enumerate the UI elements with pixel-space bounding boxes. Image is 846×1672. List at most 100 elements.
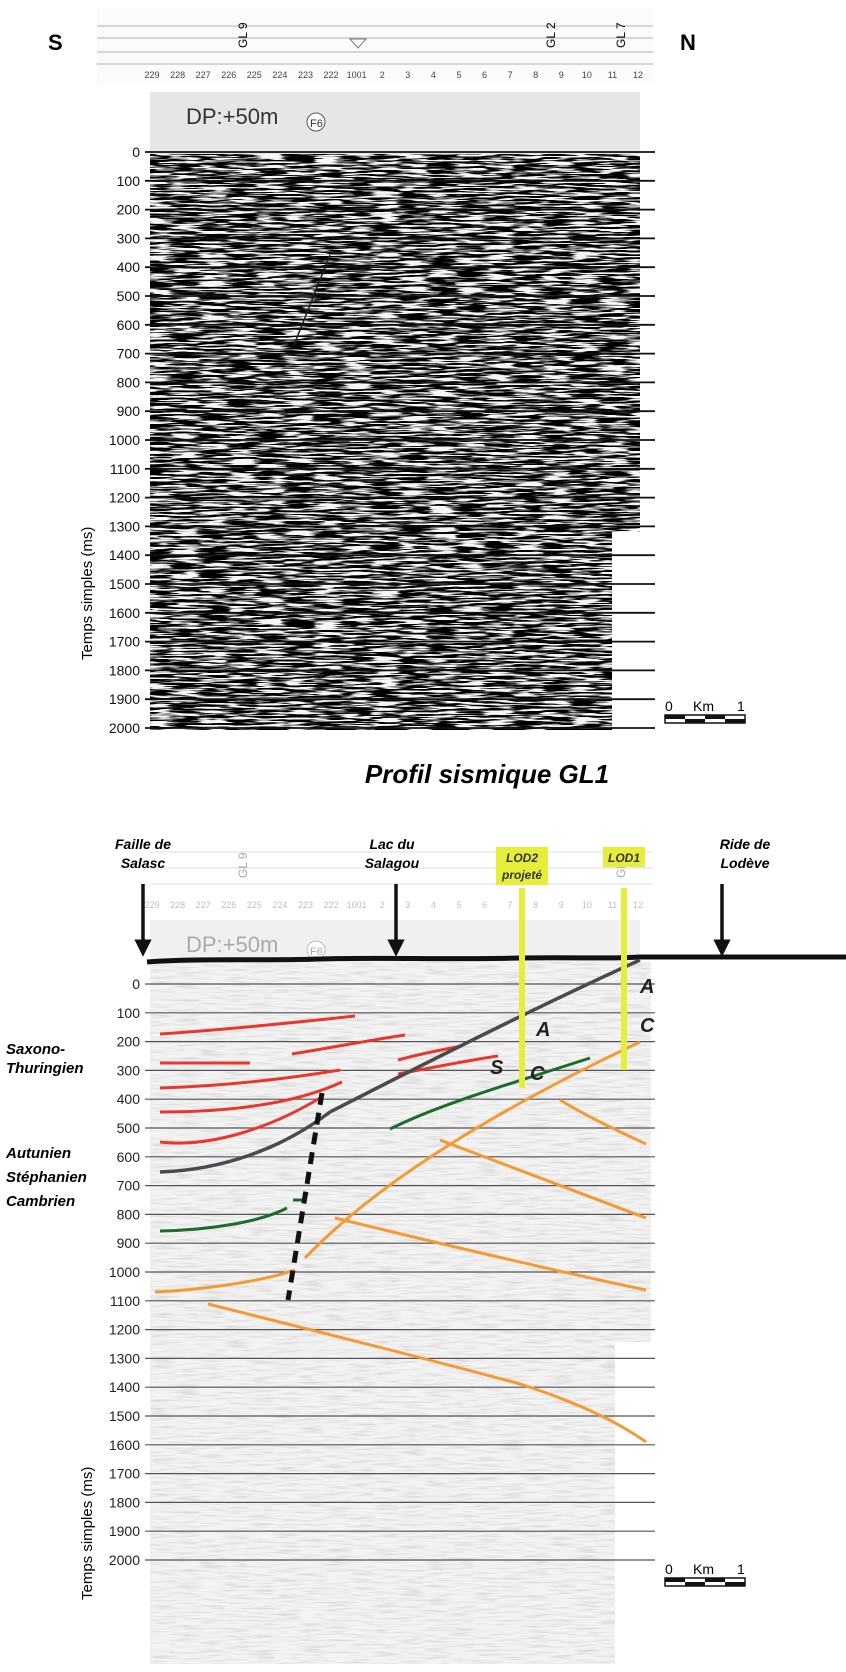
time-grid-bottom: 0100200300400500600700800900100011001200… [109,976,655,1568]
legend-cambrien: Cambrien [6,1193,75,1210]
time-tick-label: 800 [117,374,141,390]
horizon-cambrien [439,1138,647,1220]
ground-surface-line [146,954,846,965]
time-tick-label: 1100 [110,461,140,477]
shotpoint-label: 5 [456,70,461,80]
legend-saxono-line1: Saxono- [6,1041,65,1058]
well-marker-gl2: GL 2 [544,22,558,48]
horizon-cambrien [559,1098,647,1146]
shotpoint-label: 5 [456,900,461,910]
time-tick-label: 1900 [109,691,140,707]
formation-letter-a-lod2: A [535,1019,550,1041]
seismic-section-faded: DP:+50m F6 [150,920,651,1664]
time-tick-label: 1500 [109,1408,140,1424]
section-header-strip [150,92,640,154]
time-tick-label: 2000 [109,720,140,736]
scale-unit: Km [693,698,714,714]
bottom-panel: Faille de Salasc Lac du Salagou Ride de … [5,836,846,1664]
scale-start: 0 [665,698,673,714]
scale-bar-segment [705,715,725,719]
shotpoint-label: 4 [431,70,436,80]
time-grid-top: 0100200300400500600700800900100011001200… [109,144,655,736]
interpreted-horizons [154,958,647,1444]
horizon-stephanien [159,1206,288,1233]
shotpoint-label: 11 [608,70,617,80]
time-tick-label: 1200 [109,1322,140,1338]
scale-bar-segment [685,719,705,723]
well-lod2-label-bg [496,847,548,885]
place-lac-line2: Salagou [365,855,420,871]
section-header-text-faded: DP:+50m [186,932,278,957]
shotpoint-label: 4 [431,900,436,910]
seismic-section-raw: DP:+50m F6 [150,92,640,730]
well-marker-gl9-faded: GL 9 [236,852,250,878]
legend-stephanien: Stéphanien [6,1169,87,1186]
time-tick-label: 1000 [109,432,140,448]
section-marker-badge [306,112,326,132]
shotpoint-label: 9 [559,900,564,910]
well-marker-gl7: GL 7 [614,22,628,48]
shotpoint-label: 225 [247,70,262,80]
shotpoint-label: 12 [633,70,643,80]
time-tick-label: 500 [117,1120,141,1136]
shotpoint-label: 225 [247,900,262,910]
header-band [97,8,653,84]
time-tick-label: 100 [117,1005,141,1021]
formation-letter-c-lod2: C [530,1063,545,1085]
shotpoint-label: 7 [508,70,513,80]
shotpoint-label: 10 [582,900,592,910]
formation-letter-c-lod1: C [640,1015,655,1037]
well-lod1-label: LOD1 [608,851,640,865]
y-axis-label-bottom: Temps simples (ms) [79,1467,96,1600]
time-tick-label: 200 [117,1034,141,1050]
shotpoint-label: 12 [633,900,643,910]
shotpoint-label: 2 [380,70,385,80]
shotpoint-label: 226 [221,900,236,910]
shotpoint-label: 3 [405,900,410,910]
time-tick-label: 400 [117,1091,141,1107]
horizon-saxono [159,1014,356,1036]
shotpoint-label: 229 [144,900,159,910]
shotpoint-label: 227 [196,70,211,80]
shotpoint-label: 9 [559,70,564,80]
time-tick-label: 700 [117,1178,141,1194]
time-tick-label: 600 [117,317,141,333]
time-tick-label: 1700 [109,1466,140,1482]
time-tick-label: 100 [117,173,141,189]
wells: LOD2 projeté LOD1 A A C C S [490,847,655,1088]
well-lod2-label-line2: projeté [501,868,542,882]
place-faille-line2: Salasc [121,855,166,871]
time-tick-label: 300 [117,1062,141,1078]
shotpoint-label: 223 [298,900,313,910]
time-tick-label: 1400 [109,1379,140,1395]
horizon-saxono [159,1096,321,1145]
shotpoint-label: 222 [324,70,339,80]
scale-bar-segment [705,1578,725,1582]
well-marker-gl9: GL 9 [236,22,250,48]
shotpoint-label: 224 [272,70,287,80]
shotpoint-label: 3 [405,70,410,80]
time-tick-label: 1300 [109,518,140,534]
shotpoint-label: 229 [144,70,159,80]
scale-bar-segment [685,1582,705,1586]
time-tick-label: 1200 [109,490,140,506]
time-tick-label: 400 [117,259,141,275]
place-faille-line1: Faille de [115,836,171,852]
time-tick-label: 0 [132,144,140,160]
section-marker-text-faded: F6 [310,946,323,958]
shotpoint-label: 8 [533,900,538,910]
section-marker-text: F6 [310,118,323,130]
shotpoint-label: 224 [272,900,287,910]
scale-bar-segment [665,715,685,719]
shotpoint-label: 10 [582,70,592,80]
well-lod1-label-bg [603,847,645,867]
profile-title: Profil sismique GL1 [365,759,609,789]
time-tick-label: 1800 [109,662,140,678]
scale-end: 1 [737,698,745,714]
